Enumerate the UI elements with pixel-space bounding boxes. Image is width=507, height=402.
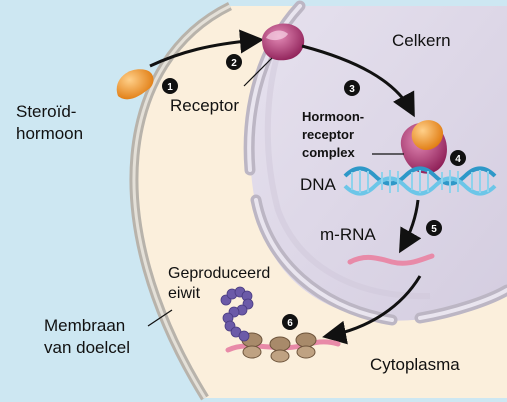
step-marker-6: 6 xyxy=(282,314,298,330)
step-marker-3: 3 xyxy=(344,80,360,96)
arrow-step-6 xyxy=(322,275,422,345)
step-marker-5: 5 xyxy=(426,220,442,236)
receptor-pointer xyxy=(243,57,273,87)
svg-text:5: 5 xyxy=(431,224,437,235)
svg-text:2: 2 xyxy=(231,58,237,69)
receptor-shape xyxy=(262,23,305,61)
membrane-pointer xyxy=(147,309,173,327)
label-celkern: Celkern xyxy=(392,31,451,50)
label-mrna: m-RNA xyxy=(320,225,376,244)
label-cytoplasma: Cytoplasma xyxy=(370,355,460,374)
label-complex-line3: complex xyxy=(302,145,356,160)
protein-chain xyxy=(220,286,254,342)
label-eiwit-line1: Geproduceerd xyxy=(168,265,270,282)
step-marker-1: 1 xyxy=(162,78,178,94)
label-membraan-line1: Membraan xyxy=(44,316,125,335)
label-dna: DNA xyxy=(300,175,337,194)
label-membraan-line2: van doelcel xyxy=(44,338,130,357)
step-marker-4: 4 xyxy=(450,150,466,166)
step-marker-2: 2 xyxy=(226,54,242,70)
svg-text:1: 1 xyxy=(167,82,173,93)
arrow-step-5 xyxy=(399,199,422,254)
label-steroid-line2: hormoon xyxy=(16,124,83,143)
nucleus xyxy=(250,6,507,321)
arrow-step-3 xyxy=(301,44,415,118)
mrna-strand xyxy=(347,253,435,266)
svg-text:3: 3 xyxy=(349,84,355,95)
arrow-step-1 xyxy=(149,29,264,68)
bound-hormone xyxy=(411,120,444,150)
ribosomes xyxy=(241,332,317,363)
svg-text:4: 4 xyxy=(455,154,461,165)
label-complex-line1: Hormoon- xyxy=(302,109,364,124)
dna-helix xyxy=(343,166,497,196)
label-complex-line2: receptor xyxy=(302,127,354,142)
svg-text:6: 6 xyxy=(287,318,293,329)
steroid-hormone xyxy=(116,69,154,100)
label-eiwit-line2: eiwit xyxy=(168,285,201,302)
label-steroid-line1: Steroïd- xyxy=(16,102,76,121)
label-receptor: Receptor xyxy=(170,96,239,115)
